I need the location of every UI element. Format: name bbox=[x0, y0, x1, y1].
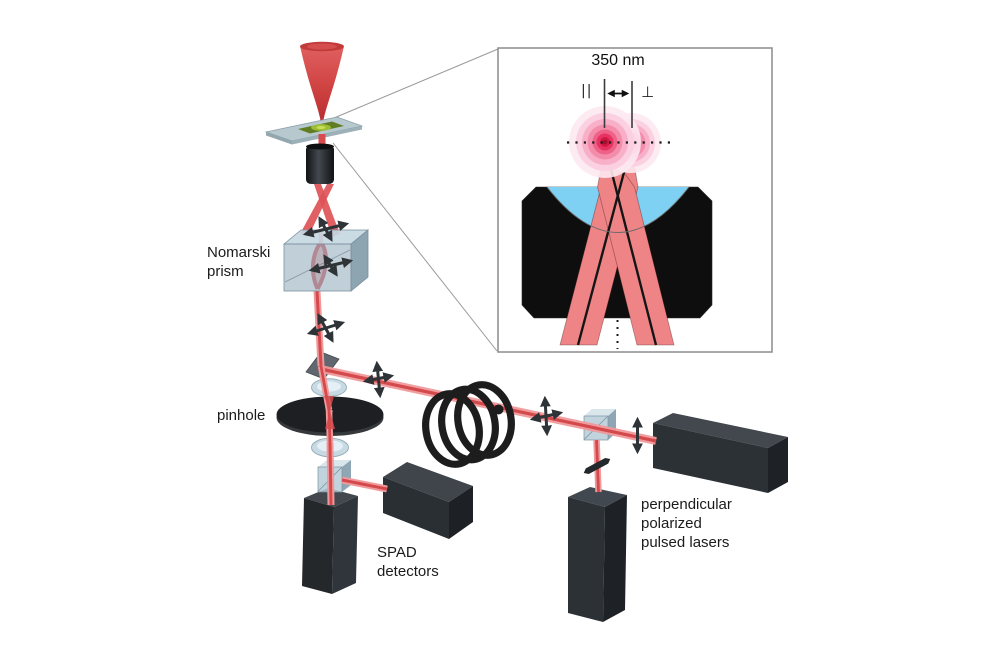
focal-spots-inset bbox=[497, 47, 773, 353]
waveplate-bar bbox=[583, 458, 611, 474]
spad-label-line2: detectors bbox=[377, 563, 439, 580]
crossed-arrows-horizontal-beam bbox=[362, 360, 395, 399]
parallel-focal-spot bbox=[569, 106, 641, 178]
inset-lens-arc bbox=[546, 186, 690, 233]
nomarski-label-line1: Nomarski bbox=[207, 244, 271, 261]
beamsplitter-cube-detectors bbox=[317, 460, 351, 493]
crossed-arrows-in-prism bbox=[308, 254, 354, 277]
crossed-arrows-after-coil bbox=[529, 395, 564, 437]
optical-fiber-coil bbox=[422, 381, 515, 468]
polarization-arrows bbox=[302, 216, 643, 455]
lasers-label-line3: pulsed lasers bbox=[641, 534, 730, 551]
pulsed-lasers-label: perpendicular polarized pulsed lasers bbox=[641, 495, 732, 552]
pulsed-laser-bottom bbox=[568, 487, 627, 622]
spad-detectors-label: SPAD detectors bbox=[377, 543, 439, 581]
pulsed-laser-right bbox=[653, 413, 788, 493]
lasers-label-line1: perpendicular bbox=[641, 496, 732, 513]
crossed-arrows-below-prism bbox=[306, 313, 346, 343]
pinhole-label: pinhole bbox=[217, 407, 266, 424]
spad-label-line1: SPAD bbox=[377, 544, 417, 561]
nomarski-label-line2: prism bbox=[207, 263, 244, 280]
perpendicular-polarization-symbol: ⊥ bbox=[641, 83, 655, 101]
nomarski-prism-label: Nomarski prism bbox=[207, 243, 270, 281]
spad-detector-right bbox=[383, 462, 473, 539]
callout-leader-lines bbox=[332, 48, 499, 352]
parallel-polarization-symbol: || bbox=[581, 83, 593, 99]
excitation-cone bbox=[300, 41, 344, 135]
distance-measurement bbox=[603, 79, 633, 128]
crossed-arrows-above-prism bbox=[302, 216, 350, 242]
distance-350nm-label: 350 nm bbox=[591, 52, 645, 69]
sample-slide bbox=[264, 116, 364, 145]
lasers-label-line2: polarized bbox=[641, 515, 702, 532]
objective-lens bbox=[306, 134, 334, 184]
